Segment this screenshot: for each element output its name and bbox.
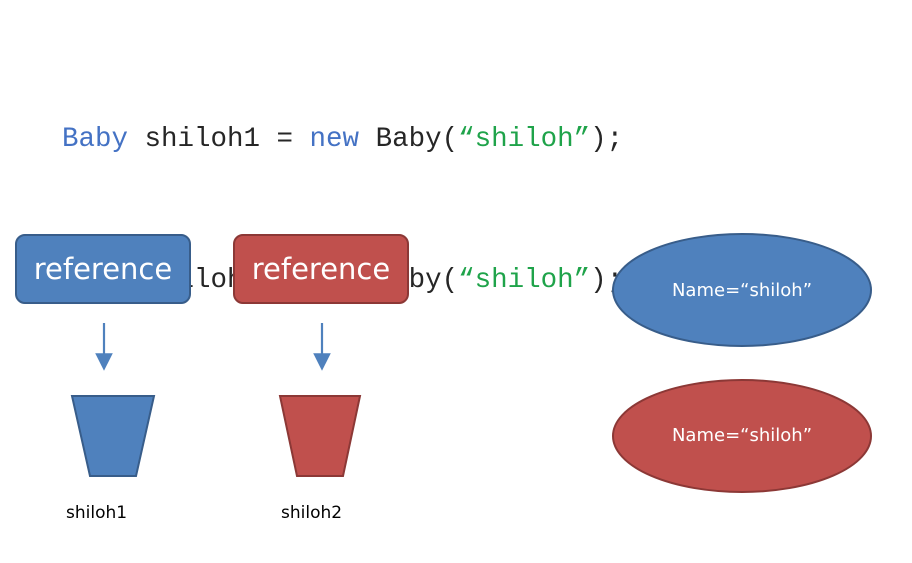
code-string: “shiloh” (458, 265, 591, 296)
variable-label-shiloh1: shiloh1 (66, 503, 128, 523)
reference-box-1: reference (15, 234, 191, 304)
code-type: Baby (62, 124, 129, 155)
code-keyword: new (309, 124, 360, 155)
object-ellipse-2 (612, 379, 872, 493)
code-string: “shiloh” (458, 124, 591, 155)
reference-box-2: reference (233, 234, 409, 304)
code-end: ); (590, 124, 624, 155)
variable-label-shiloh2: shiloh2 (281, 503, 343, 523)
code-line-1: Baby shiloh1 = new Baby(“shiloh”); (62, 116, 623, 163)
object-label-2: Name=“shiloh” (671, 425, 813, 446)
code-constructor: Baby( (359, 124, 459, 155)
object-label-1: Name=“shiloh” (671, 280, 813, 301)
code-variable: shiloh1 = (128, 124, 310, 155)
variable-cup-shiloh2 (278, 395, 362, 477)
variable-cup-shiloh1 (70, 395, 156, 477)
object-ellipse-1 (612, 233, 872, 347)
